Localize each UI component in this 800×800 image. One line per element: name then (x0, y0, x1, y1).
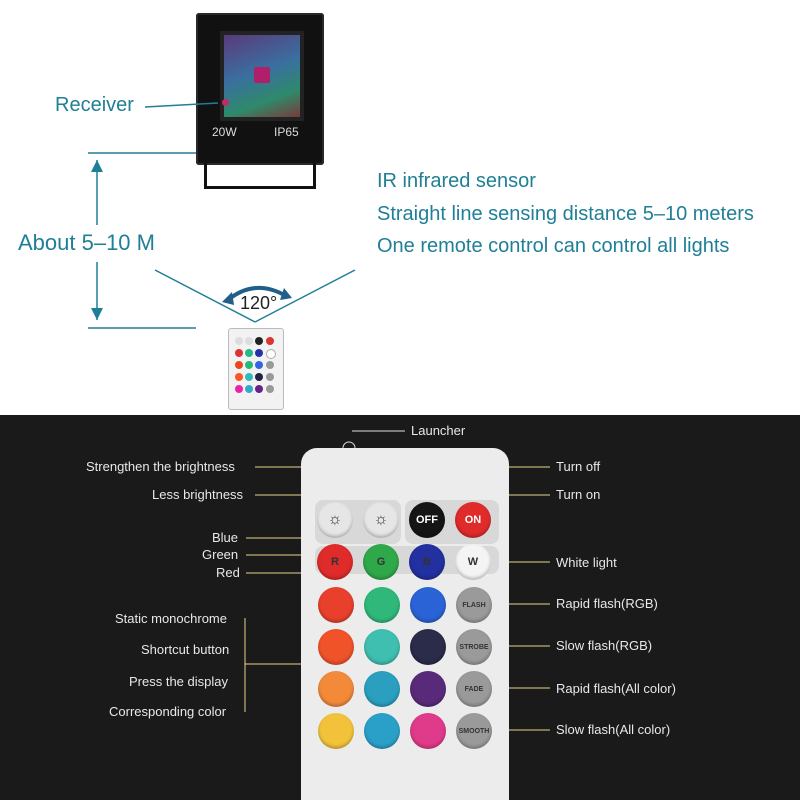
off-button[interactable]: OFF (409, 502, 445, 538)
color-button[interactable] (364, 713, 400, 749)
red-button[interactable]: R (317, 544, 353, 580)
receiver-label: Receiver (55, 94, 134, 116)
receiver-sensor (222, 99, 229, 106)
slow-flash-all-label: Slow flash(All color) (556, 722, 671, 737)
strobe-button[interactable]: STROBE (456, 629, 492, 665)
blue-button[interactable]: B (409, 544, 445, 580)
rating-label: IP65 (274, 125, 299, 139)
rapid-flash-all-label: Rapid flash(All color) (556, 681, 676, 696)
flood-light: 20W IP65 (196, 13, 324, 165)
turn-off-label: Turn off (556, 459, 601, 474)
strengthen-label: Strengthen the brightness (86, 459, 235, 474)
brightness-down-button[interactable]: ☼ (317, 502, 353, 538)
led-chip (254, 67, 270, 83)
smooth-button[interactable]: SMOOTH (456, 713, 492, 749)
shortcut-button-label: Shortcut button (141, 642, 230, 657)
white-light-label: White light (556, 555, 617, 570)
flash-button[interactable]: FLASH (456, 587, 492, 623)
distance-label: About 5–10 M (18, 230, 155, 255)
color-button[interactable] (364, 671, 400, 707)
press-display-label: Press the display (129, 674, 228, 689)
green-button[interactable]: G (363, 544, 399, 580)
fade-button[interactable]: FADE (456, 671, 492, 707)
color-button[interactable] (410, 671, 446, 707)
mini-remote (228, 328, 284, 410)
color-button[interactable] (410, 713, 446, 749)
feature-ir-sensor: IR infrared sensor (377, 170, 536, 192)
color-button[interactable] (318, 587, 354, 623)
wattage-label: 20W (212, 125, 237, 139)
feature-one-remote: One remote control can control all light… (377, 235, 730, 257)
corresponding-color-label: Corresponding color (109, 704, 227, 719)
turn-on-label: Turn on (556, 487, 601, 502)
green-label: Green (202, 547, 239, 562)
sun-icon: ☼ (327, 511, 343, 528)
light-lens (220, 31, 304, 121)
brightness-up-button[interactable]: ☼ (363, 502, 399, 538)
launcher-label: Launcher (411, 423, 466, 438)
color-button[interactable] (410, 587, 446, 623)
less-brightness-label: Less brightness (152, 487, 244, 502)
static-monochrome-label: Static monochrome (115, 611, 227, 626)
ir-remote: ☼ ☼ OFF ON R G B W FLASH STROBE FADE SMO… (301, 448, 509, 800)
light-stand (204, 160, 316, 189)
color-button[interactable] (318, 629, 354, 665)
color-button[interactable] (318, 713, 354, 749)
white-button[interactable]: W (455, 544, 491, 580)
product-diagram: 20W IP65 Receiver About 5–10 M 120° IR i… (18, 13, 754, 410)
color-button[interactable] (410, 629, 446, 665)
rapid-flash-rgb-label: Rapid flash(RGB) (556, 596, 658, 611)
slow-flash-rgb-label: Slow flash(RGB) (556, 638, 653, 653)
blue-label: Blue (212, 530, 239, 545)
red-label: Red (216, 565, 240, 580)
angle-label: 120° (240, 293, 278, 313)
color-button[interactable] (364, 587, 400, 623)
feature-distance: Straight line sensing distance 5–10 mete… (377, 203, 754, 225)
sun-icon: ☼ (373, 511, 389, 528)
on-button[interactable]: ON (455, 502, 491, 538)
color-button[interactable] (364, 629, 400, 665)
color-button[interactable] (318, 671, 354, 707)
